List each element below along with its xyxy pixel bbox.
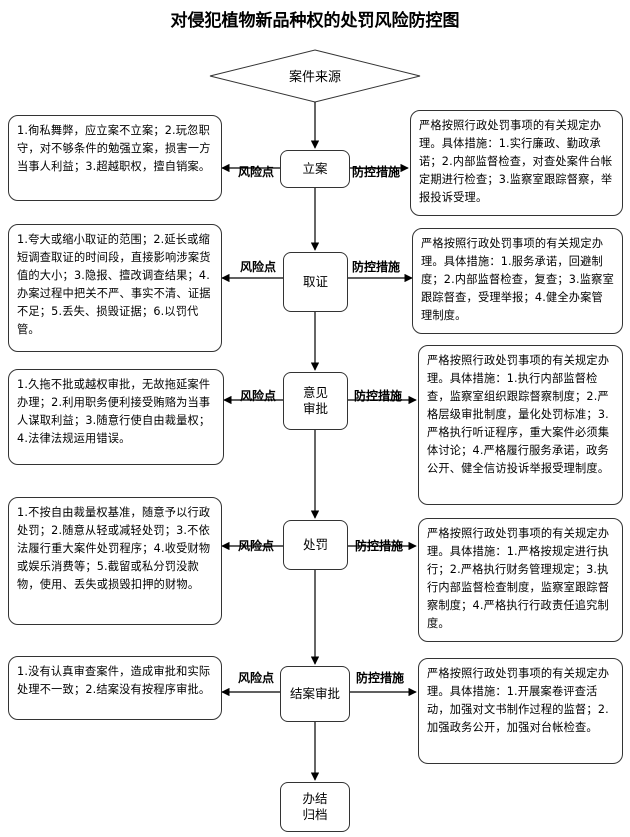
flow-arrows	[221, 102, 417, 781]
step-label-line-1: 意见	[302, 385, 328, 400]
control-label: 防控措施	[352, 260, 401, 274]
risk-label: 风险点	[238, 539, 275, 553]
risk-box-jieanshenpi: 1.没有认真审查案件，造成审批和实际处理不一致；2.结案没有按程序审批。	[8, 656, 222, 720]
risk-box-yijianshenpi: 1.久拖不批或越权审批，无故拖延案件办理；2.利用职务便利接受贿赂为当事人谋取利…	[8, 369, 224, 465]
risk-label: 风险点	[238, 671, 275, 685]
step-box-jieanshenpi: 结案审批	[280, 666, 350, 722]
step-box-chufa: 处罚	[283, 520, 348, 570]
control-label: 防控措施	[352, 165, 401, 179]
control-box-lian: 严格按照行政处罚事项的有关规定办理。具体措施：1.实行廉政、勤政承诺；2.内部监…	[410, 110, 623, 216]
step-box-lian: 立案	[280, 150, 350, 188]
end-box: 办结 归档	[280, 782, 350, 832]
end-label-line-1: 办结	[302, 791, 328, 806]
risk-box-chufa: 1.不按自由裁量权基准，随意予以行政处罚；2.随意从轻或减轻处罚；3.不依法履行…	[8, 497, 222, 625]
step-label-line-2: 审批	[302, 401, 328, 416]
risk-box-quzheng: 1.夸大或缩小取证的范围；2.延长或缩短调查取证的时间段，直接影响涉案货值的大小…	[8, 224, 222, 352]
end-label-line-2: 归档	[302, 807, 328, 822]
control-label: 防控措施	[354, 389, 403, 403]
control-box-quzheng: 严格按照行政处罚事项的有关规定办理。具体措施：1.服务承诺，回避制度；2.内部监…	[412, 228, 623, 334]
control-label: 防控措施	[355, 539, 404, 553]
step-box-quzheng: 取证	[283, 252, 348, 312]
control-box-jieanshenpi: 严格按照行政处罚事项的有关规定办理。具体措施：1.开展案卷评查活动，加强对文书制…	[418, 658, 623, 764]
start-label: 案件来源	[288, 70, 341, 85]
page-title: 对侵犯植物新品种权的处罚风险防控图	[170, 11, 460, 31]
control-box-yijianshenpi: 严格按照行政处罚事项的有关规定办理。具体措施：1.执行内部监督检查，监察室组织跟…	[418, 345, 623, 505]
step-box-yijianshenpi: 意见 审批	[283, 372, 348, 430]
risk-box-lian: 1.徇私舞弊，应立案不立案；2.玩忽职守，对不够条件的勉强立案，损害一方当事人利…	[8, 115, 222, 201]
risk-label: 风险点	[238, 165, 275, 179]
risk-label: 风险点	[240, 389, 277, 403]
control-label: 防控措施	[356, 671, 405, 685]
control-box-chufa: 严格按照行政处罚事项的有关规定办理。具体措施：1.严格按规定进行执行；2.严格执…	[418, 518, 623, 642]
risk-label: 风险点	[240, 260, 277, 274]
